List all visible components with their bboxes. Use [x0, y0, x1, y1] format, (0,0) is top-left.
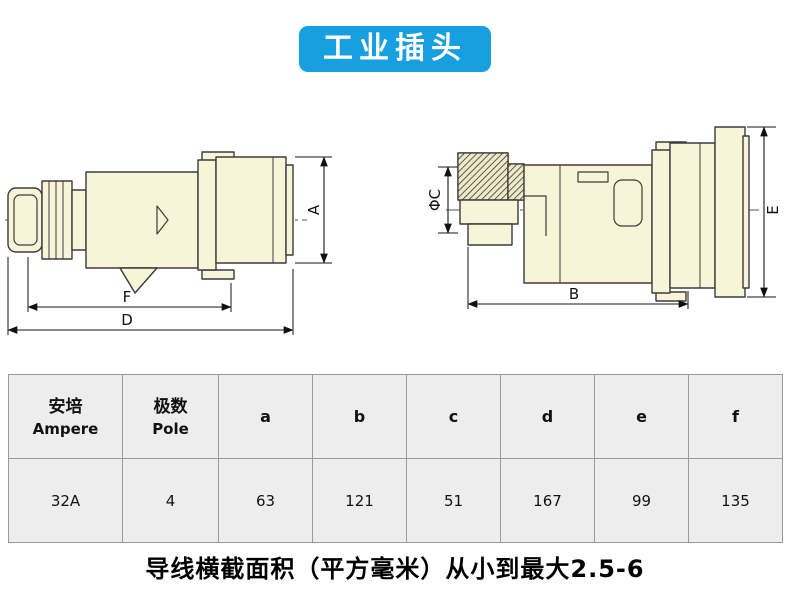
dim-label-phi-c: ΦC [428, 189, 444, 211]
header-ampere-zh: 安培 [48, 396, 83, 417]
table-data-row: 32A 4 63 121 51 167 99 135 [8, 458, 783, 543]
header-col-d: d [500, 374, 595, 459]
dimension-b: B [467, 247, 689, 309]
header-col-f: f [688, 374, 783, 459]
cable-gland-section [457, 152, 525, 246]
wire-area-caption: 导线横截面积（平方毫米）从小到最大2.5-6 [145, 555, 645, 583]
dimension-e: E [747, 126, 782, 298]
dimension-phi-c: ΦC [428, 166, 458, 234]
header-col-b: b [312, 374, 407, 459]
spec-table: 安培 Ampere 极数 Pole a b c d e f 32A 4 63 1… [8, 374, 783, 543]
dimension-f: F [27, 257, 232, 312]
dim-label-a: A [305, 204, 323, 215]
cell-a: 63 [218, 458, 313, 543]
cell-pole: 4 [122, 458, 219, 543]
header-ampere-en: Ampere [32, 419, 99, 438]
dimension-a: A [295, 156, 332, 264]
cell-d: 167 [500, 458, 595, 543]
dim-label-d: D [121, 311, 133, 329]
cell-f: 135 [688, 458, 783, 543]
table-header-row: 安培 Ampere 极数 Pole a b c d e f [8, 374, 783, 459]
cell-ampere: 32A [8, 458, 123, 543]
plug-body-outline [523, 126, 750, 302]
plug-section-view-drawing: ΦC B E [428, 126, 782, 309]
header-col-a: a [218, 374, 313, 459]
header-ampere: 安培 Ampere [8, 374, 123, 459]
plug-side-view-drawing: A F D [5, 151, 332, 335]
header-pole: 极数 Pole [122, 374, 219, 459]
cell-b: 121 [312, 458, 407, 543]
dimension-d: D [7, 257, 294, 335]
header-pole-zh: 极数 [153, 396, 188, 417]
dim-label-f: F [123, 288, 132, 306]
header-col-e: e [594, 374, 689, 459]
title-badge: 工业插头 [299, 26, 491, 72]
header-col-c: c [406, 374, 501, 459]
dim-label-b: B [569, 285, 579, 303]
page-title: 工业插头 [323, 31, 467, 66]
cell-e: 99 [594, 458, 689, 543]
cell-c: 51 [406, 458, 501, 543]
header-pole-en: Pole [152, 419, 189, 438]
dim-label-e: E [764, 205, 782, 214]
plug-body-outline [7, 151, 294, 294]
